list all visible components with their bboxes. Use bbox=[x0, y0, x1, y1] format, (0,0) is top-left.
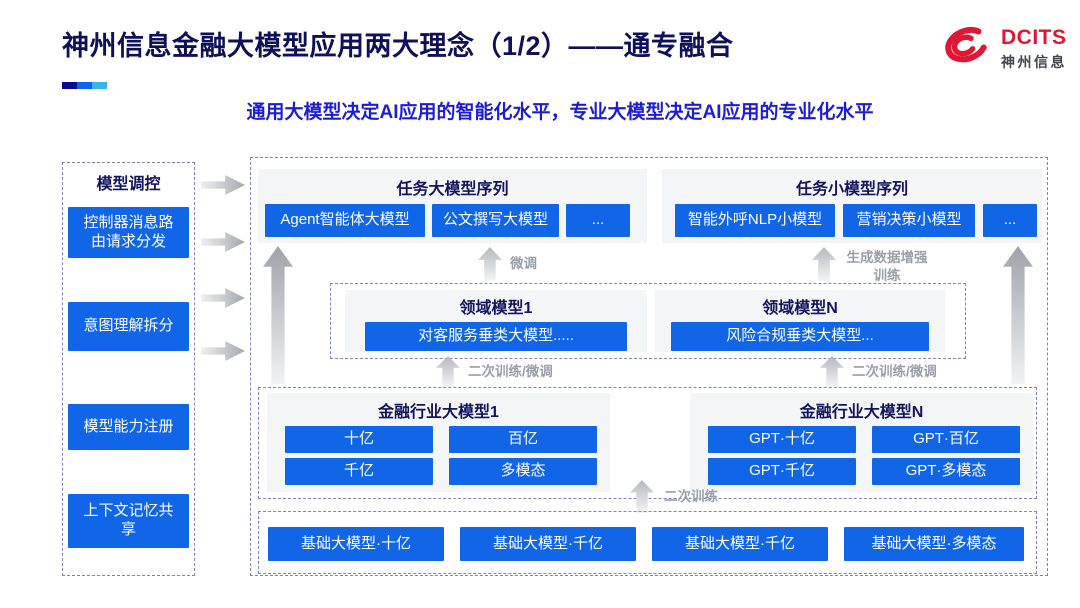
task-small-model-group: 任务小模型序列 智能外呼NLP小模型 营销决策小模型 ... bbox=[662, 169, 1042, 243]
model-box-agent: Agent智能体大模型 bbox=[265, 204, 425, 237]
model-box-100b: 千亿 bbox=[285, 458, 433, 485]
base-models-panel: 基础大模型·十亿 基础大模型·千亿 基础大模型·千亿 基础大模型·多模态 bbox=[258, 511, 1037, 574]
model-box-gpt-10b: GPT·百亿 bbox=[872, 426, 1020, 453]
arrow-right-icon bbox=[201, 288, 245, 308]
industry-1-header: 金融行业大模型1 bbox=[378, 404, 499, 421]
domain-model-n-group: 领域模型N 风险合规垂类大模型... bbox=[655, 290, 945, 352]
model-control-panel: 模型调控 bbox=[62, 162, 195, 576]
arrow-right-icon bbox=[201, 232, 245, 252]
domain-model-1-group: 领域模型1 对客服务垂类大模型..... bbox=[345, 290, 647, 352]
model-box-outbound-nlp: 智能外呼NLP小模型 bbox=[675, 204, 835, 237]
sidebar-header: 模型调控 bbox=[96, 176, 161, 193]
sidebar-item-router: 控制器消息路由请求分发 bbox=[68, 207, 189, 258]
logo-brand: DCITS bbox=[1001, 26, 1067, 49]
model-box-multimodal: 多模态 bbox=[449, 458, 597, 485]
accent-segment-navy bbox=[62, 82, 77, 89]
sidebar-item-context: 上下文记忆共享 bbox=[68, 494, 189, 548]
page-title: 神州信息金融大模型应用两大理念（1/2）——通专融合 bbox=[62, 31, 734, 61]
accent-segment-blue bbox=[77, 82, 92, 89]
task-large-header: 任务大模型序列 bbox=[396, 181, 509, 198]
sidebar-item-intent: 意图理解拆分 bbox=[68, 302, 189, 351]
industry-1-grid: 十亿 百亿 千亿 多模态 bbox=[267, 422, 610, 485]
dcits-swirl-icon bbox=[945, 27, 987, 63]
sidebar-item-register: 模型能力注册 bbox=[68, 404, 189, 450]
accent-segment-cyan bbox=[92, 82, 107, 89]
domain-n-row: 风险合规垂类大模型... bbox=[655, 318, 945, 351]
model-box-gpt-1b: GPT·十亿 bbox=[708, 426, 856, 453]
base-models-row: 基础大模型·十亿 基础大模型·千亿 基础大模型·千亿 基础大模型·多模态 bbox=[259, 512, 1036, 561]
domain-1-row: 对客服务垂类大模型..... bbox=[345, 318, 647, 351]
logo-brand-cn: 神州信息 bbox=[1001, 54, 1067, 70]
industry-model-1-group: 金融行业大模型1 十亿 百亿 千亿 多模态 bbox=[267, 393, 610, 492]
domain-models-panel bbox=[330, 283, 966, 359]
model-box-doc-writing: 公文撰写大模型 bbox=[432, 204, 559, 237]
retrain-finetune-label-left: 二次训练/微调 bbox=[468, 364, 553, 379]
model-box-risk-compliance: 风险合规垂类大模型... bbox=[671, 322, 929, 351]
logo-text: DCITS 神州信息 bbox=[1001, 22, 1067, 72]
dcits-logo: DCITS 神州信息 bbox=[933, 22, 1067, 72]
retrain-finetune-label-right: 二次训练/微调 bbox=[852, 364, 937, 379]
task-small-header: 任务小模型序列 bbox=[795, 181, 908, 198]
task-large-row: Agent智能体大模型 公文撰写大模型 ... bbox=[258, 199, 647, 237]
domain-n-header: 领域模型N bbox=[762, 300, 838, 317]
industry-model-n-group: 金融行业大模型N GPT·十亿 GPT·百亿 GPT·千亿 GPT·多模态 bbox=[690, 393, 1033, 492]
model-box-base-1b: 基础大模型·十亿 bbox=[268, 527, 444, 561]
title-accent-bar bbox=[62, 82, 107, 89]
domain-1-header: 领域模型1 bbox=[459, 300, 533, 317]
main-architecture-panel bbox=[250, 157, 1048, 576]
task-small-row: 智能外呼NLP小模型 营销决策小模型 ... bbox=[662, 199, 1042, 237]
retrain-label: 二次训练 bbox=[664, 489, 718, 504]
model-box-base-multimodal: 基础大模型·多模态 bbox=[844, 527, 1024, 561]
arrow-right-icon bbox=[201, 341, 245, 361]
model-box-ellipsis: ... bbox=[983, 204, 1037, 237]
finetune-label: 微调 bbox=[510, 256, 537, 271]
model-box-10b: 百亿 bbox=[449, 426, 597, 453]
model-box-gpt-100b: GPT·千亿 bbox=[708, 458, 856, 485]
model-box-customer-service: 对客服务垂类大模型..... bbox=[365, 322, 627, 351]
model-box-marketing: 营销决策小模型 bbox=[843, 204, 975, 237]
task-large-model-group: 任务大模型序列 Agent智能体大模型 公文撰写大模型 ... bbox=[258, 169, 647, 243]
model-box-1b: 十亿 bbox=[285, 426, 433, 453]
model-box-ellipsis: ... bbox=[566, 204, 630, 237]
gen-augment-label: 生成数据增强训练 bbox=[846, 250, 928, 283]
arrow-right-icon bbox=[201, 175, 245, 195]
model-box-base-100b: 基础大模型·千亿 bbox=[460, 527, 636, 561]
model-box-base-100b-2: 基础大模型·千亿 bbox=[652, 527, 828, 561]
industry-n-header: 金融行业大模型N bbox=[799, 404, 924, 421]
slide-subtitle: 通用大模型决定AI应用的智能化水平，专业大模型决定AI应用的专业化水平 bbox=[246, 102, 874, 123]
model-box-gpt-multimodal: GPT·多模态 bbox=[872, 458, 1020, 485]
industry-n-grid: GPT·十亿 GPT·百亿 GPT·千亿 GPT·多模态 bbox=[690, 422, 1033, 485]
